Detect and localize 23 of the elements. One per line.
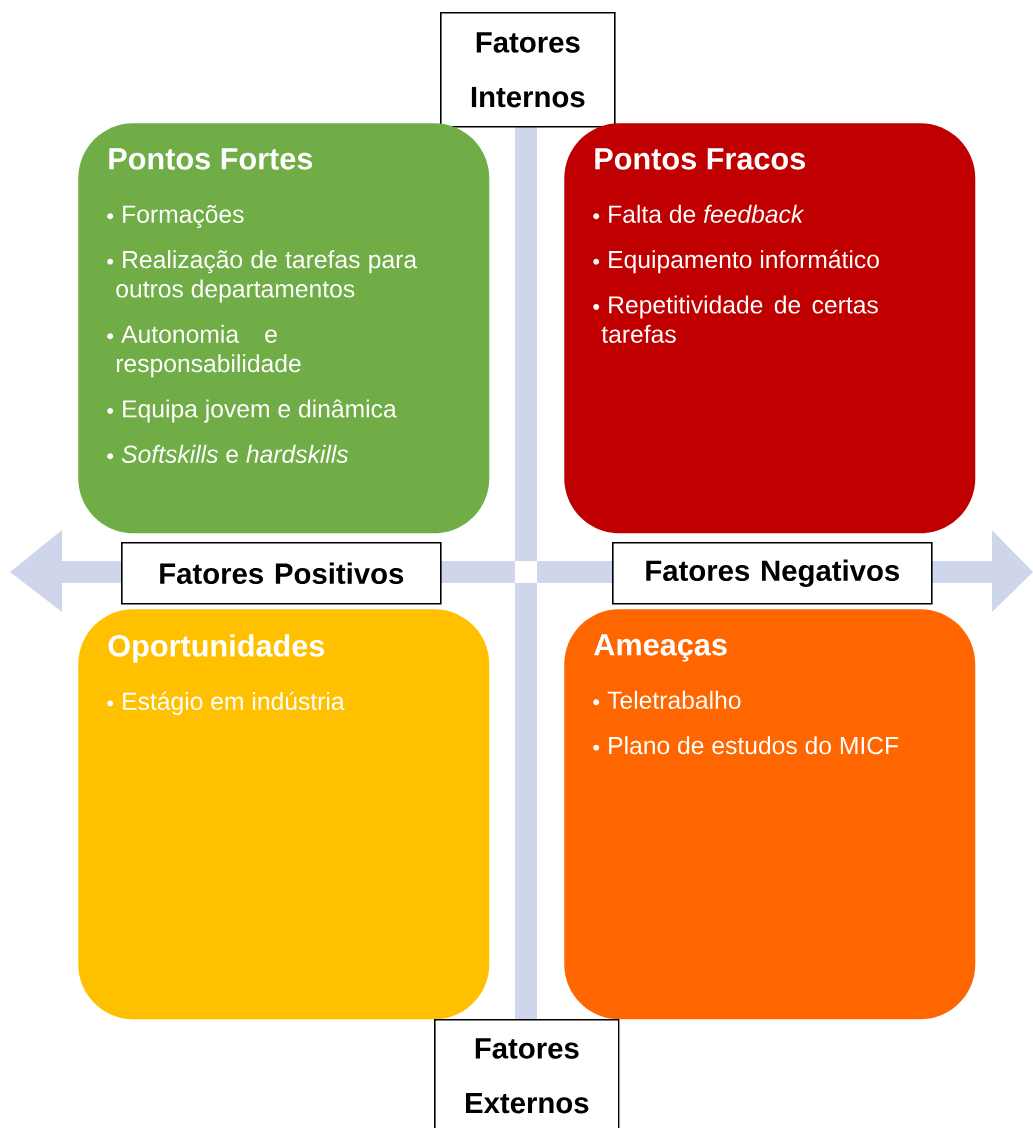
quadrant-heading: Pontos Fortes (109, 148, 313, 170)
quadrant-box (564, 123, 976, 534)
quadrant-box (564, 609, 976, 1020)
list-item: Teletrabalho (593, 690, 741, 709)
list-item: Equipa jovem e dinâmica (107, 399, 397, 423)
list-item: Repetitividade de certas tarefas (593, 295, 878, 343)
list-item: Autonomia e responsabilidade (107, 324, 301, 378)
list-item: Formações (107, 205, 244, 228)
list-item: Estágio em indústria (107, 691, 345, 715)
list-item: Softskills e hardskills (107, 444, 349, 463)
list-item: Plano de estudos do MICF (593, 736, 899, 755)
list-item: Realização de tarefas para outros departamentos (107, 250, 418, 303)
quadrant-heading: Oportunidades (108, 634, 325, 663)
quadrant-box (78, 123, 490, 534)
label-box: Fatores Internos (440, 12, 616, 128)
label-box: Fatores Externos (434, 1019, 620, 1128)
list-item: Falta de feedback (593, 204, 805, 223)
label-box: Fatores Positivos (121, 542, 442, 605)
list-item: Equipamento informático (593, 249, 879, 274)
quadrant-heading: Ameaças (594, 634, 727, 662)
label-box: Fatores Negativos (612, 542, 933, 605)
quadrant-box (78, 609, 490, 1020)
quadrant-heading: Pontos Fracos (595, 148, 805, 170)
